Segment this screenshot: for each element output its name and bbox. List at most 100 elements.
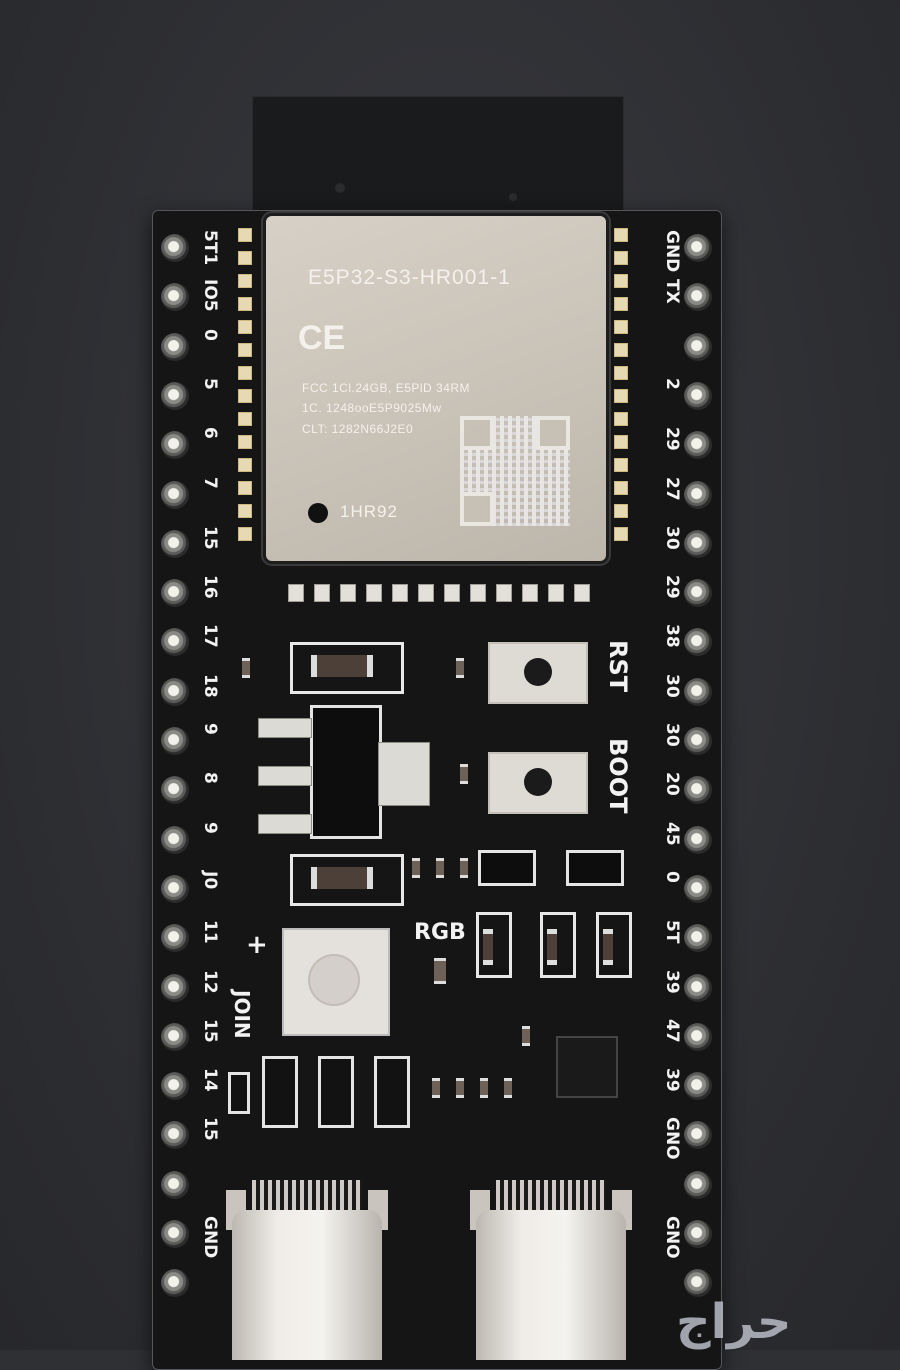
pin-label: GND [200, 1216, 220, 1259]
button-cap[interactable] [524, 658, 552, 686]
pin-label: 16 [200, 575, 220, 599]
module-pad [496, 584, 512, 602]
capacitor [311, 867, 373, 889]
header-pin[interactable] [684, 1220, 712, 1248]
header-pin[interactable] [684, 579, 712, 608]
button-cap[interactable] [524, 768, 552, 796]
pin-label: 39 [662, 1068, 682, 1092]
module-pad [392, 584, 408, 602]
pin-label: 30 [662, 673, 682, 698]
header-pin[interactable] [684, 628, 712, 657]
header-pin[interactable] [161, 1269, 189, 1298]
header-pin[interactable] [161, 431, 189, 460]
header-pin[interactable] [161, 234, 189, 262]
usb-shell [476, 1210, 626, 1360]
header-pin[interactable] [161, 825, 189, 854]
header-pin[interactable] [684, 332, 712, 361]
header-pin[interactable] [684, 727, 712, 755]
pin-label: TX [662, 279, 682, 304]
header-pin[interactable] [684, 1170, 712, 1199]
pin-label: J0 [200, 870, 220, 890]
header-pin[interactable] [161, 1121, 189, 1150]
module-pad [238, 251, 252, 265]
module-pad [340, 584, 356, 602]
header-pin[interactable] [684, 874, 712, 903]
header-pin[interactable] [161, 579, 189, 608]
header-pin[interactable] [161, 283, 189, 312]
pin-label: 20 [662, 772, 682, 796]
module-pad [574, 584, 590, 602]
header-pin[interactable] [161, 727, 189, 755]
header-pin[interactable] [161, 874, 189, 903]
capacitor-outline [290, 642, 404, 694]
usb-c-port-2[interactable] [466, 1180, 636, 1360]
pin-label: 15 [200, 525, 220, 550]
resistor [460, 764, 468, 784]
header-pin[interactable] [684, 776, 712, 805]
header-pin[interactable] [161, 1220, 189, 1248]
header-pin[interactable] [161, 924, 189, 953]
header-pin[interactable] [684, 480, 712, 509]
header-pin[interactable] [684, 1022, 712, 1051]
fuse [228, 1072, 250, 1114]
pin-label: 0 [662, 870, 682, 883]
header-pin[interactable] [684, 924, 712, 953]
header-pin[interactable] [161, 332, 189, 361]
module-model: E5P32-S3-HR001-1 [308, 266, 511, 289]
module-fcc-line: FCC 1Cl.24GB, E5PlD 34RM [302, 381, 471, 395]
pin-label: 15 [200, 1117, 220, 1142]
regulator-lead [258, 718, 312, 738]
header-pin[interactable] [161, 1022, 189, 1051]
module-pad [614, 228, 628, 242]
haraj-watermark: حراج [676, 1294, 792, 1350]
header-pin[interactable] [684, 677, 712, 706]
module-pad [614, 366, 628, 380]
header-pin[interactable] [684, 973, 712, 1002]
header-pin[interactable] [161, 529, 189, 558]
header-pin[interactable] [684, 234, 712, 262]
qr-finder [460, 492, 494, 526]
pin-label: 5T1 [200, 230, 220, 266]
header-pin[interactable] [161, 776, 189, 805]
rst-button[interactable] [488, 642, 588, 704]
header-pin[interactable] [684, 381, 712, 410]
header-pin[interactable] [684, 1121, 712, 1150]
pin-label: 0 [200, 328, 220, 341]
usb-uart-chip [556, 1036, 618, 1098]
module-pad [614, 343, 628, 357]
header-pin[interactable] [684, 825, 712, 854]
pin-label: GND [662, 230, 682, 273]
ce-mark: CE [298, 319, 346, 357]
module-pad [238, 504, 252, 518]
header-pin[interactable] [161, 1072, 189, 1101]
transistor [478, 850, 536, 886]
header-pin[interactable] [684, 1269, 712, 1298]
pin-label: 45 [662, 821, 682, 846]
module-pad [614, 297, 628, 311]
header-pin[interactable] [161, 677, 189, 706]
pin-label: 30 [662, 525, 682, 550]
header-pin[interactable] [684, 529, 712, 558]
header-pin[interactable] [161, 628, 189, 657]
pin-label: 17 [200, 624, 220, 649]
header-pin[interactable] [161, 480, 189, 509]
boot-button[interactable] [488, 752, 588, 814]
module-pad [238, 435, 252, 449]
pin-label: 9 [200, 723, 220, 735]
pin-label: 2 [662, 377, 682, 390]
header-pin[interactable] [161, 973, 189, 1002]
usb-c-port-1[interactable] [222, 1180, 392, 1360]
header-pin[interactable] [684, 431, 712, 460]
pin-label: 47 [662, 1018, 682, 1043]
qr-code [460, 416, 570, 526]
pin-label: 39 [662, 969, 682, 994]
header-pin[interactable] [684, 1072, 712, 1101]
module-pad [470, 584, 486, 602]
module-pad [288, 584, 304, 602]
header-pin[interactable] [161, 1170, 189, 1199]
usb-pins [252, 1180, 362, 1212]
header-pin[interactable] [684, 283, 712, 312]
module-pad [614, 274, 628, 288]
pin-label: 11 [200, 920, 220, 944]
header-pin[interactable] [161, 381, 189, 410]
